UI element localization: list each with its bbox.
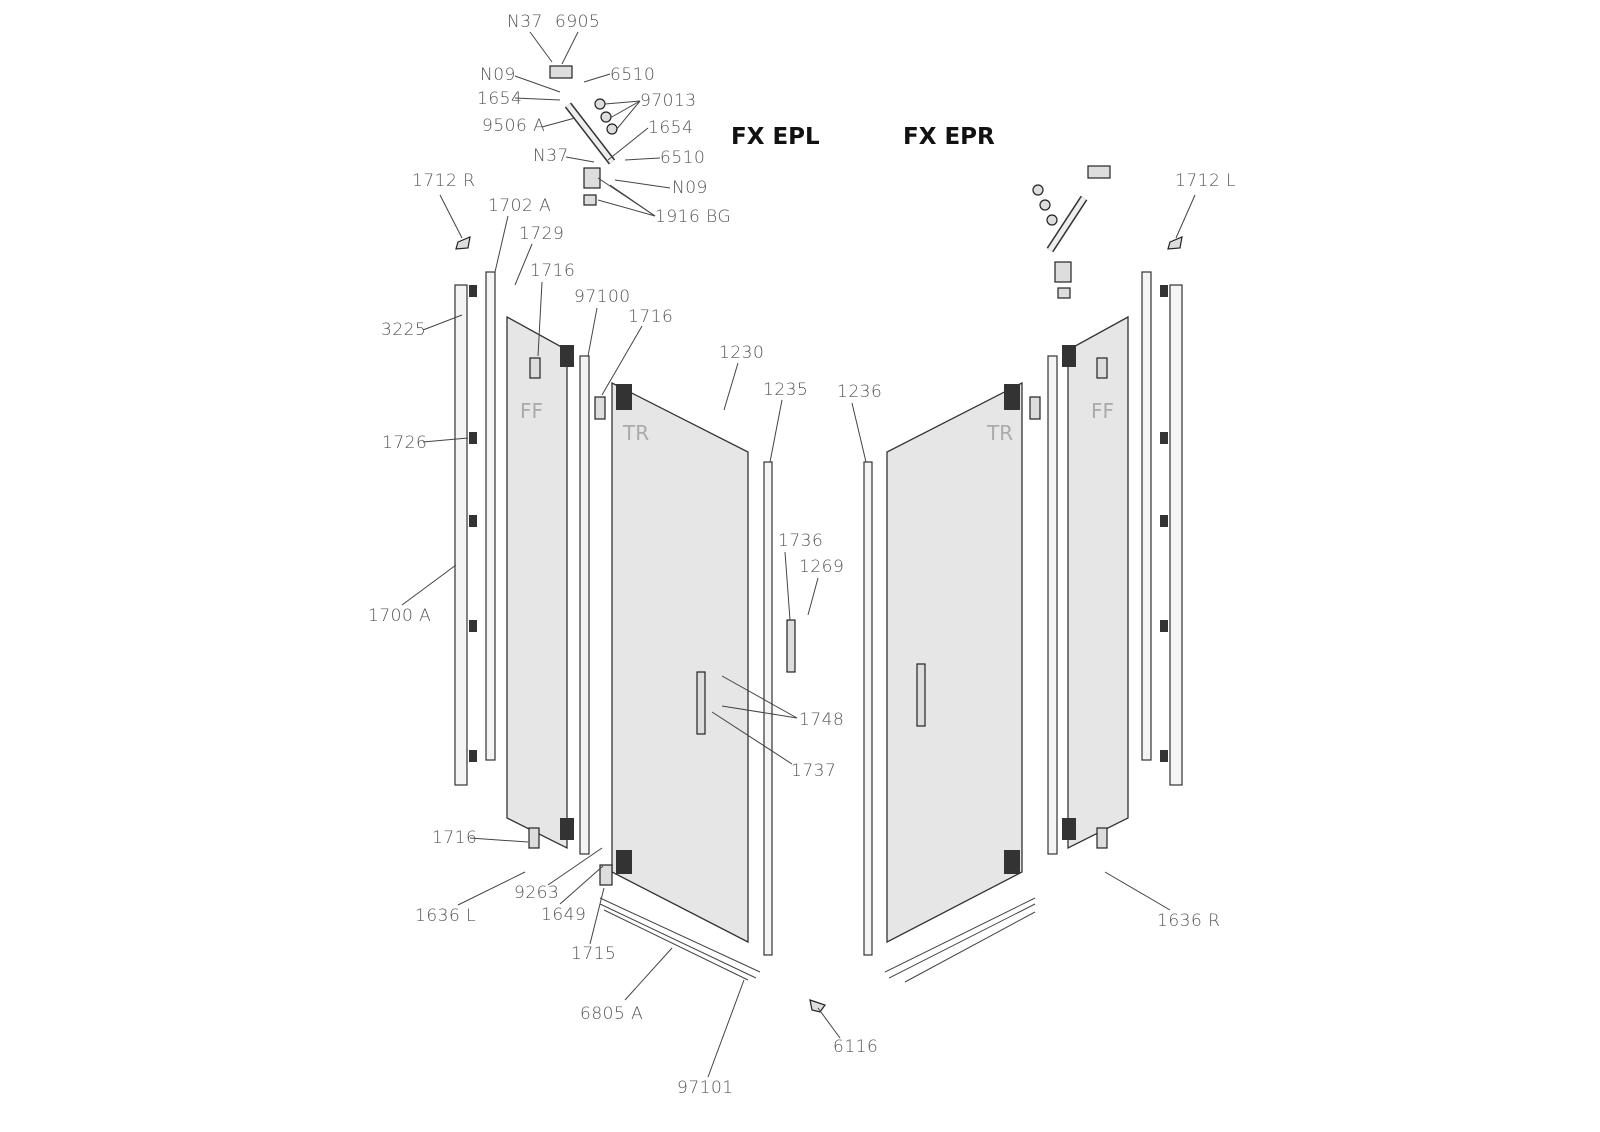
panel-mark-ff-left: FF bbox=[520, 399, 543, 423]
label-n09: N09 bbox=[480, 65, 516, 85]
door-handle-right bbox=[916, 663, 926, 727]
label-1712r: 1712 R bbox=[412, 171, 475, 191]
label-1230: 1230 bbox=[719, 343, 764, 363]
clip-97013 bbox=[594, 98, 606, 110]
label-97101: 97101 bbox=[677, 1078, 734, 1098]
track-6805a bbox=[599, 897, 761, 973]
label-1649: 1649 bbox=[541, 905, 586, 925]
cap-1712r bbox=[455, 236, 471, 250]
hinges-left bbox=[469, 285, 632, 874]
label-1716: 1716 bbox=[530, 261, 575, 281]
label-1700a: 1700 A bbox=[368, 606, 431, 626]
label-n09-b: N09 bbox=[672, 178, 708, 198]
leader-lines bbox=[401, 31, 1196, 1078]
profile-1235 bbox=[763, 461, 773, 956]
door-handle-left bbox=[696, 671, 706, 735]
part-6116 bbox=[809, 999, 826, 1013]
profile-1702a bbox=[485, 271, 496, 761]
fixed-glass-panel-left bbox=[506, 315, 568, 850]
label-6510-b: 6510 bbox=[660, 148, 705, 168]
label-6805a: 6805 A bbox=[580, 1004, 643, 1024]
label-6116: 6116 bbox=[833, 1037, 878, 1057]
label-1737: 1737 bbox=[791, 761, 836, 781]
track-right bbox=[884, 897, 1036, 973]
label-1636r: 1636 R bbox=[1157, 911, 1220, 931]
label-6510: 6510 bbox=[610, 65, 655, 85]
label-6905: 6905 bbox=[555, 12, 600, 32]
label-1729: 1729 bbox=[519, 224, 564, 244]
label-1654-b: 1654 bbox=[648, 118, 693, 138]
door-glass-panel-left bbox=[611, 381, 749, 944]
label-1716-b: 1716 bbox=[628, 307, 673, 327]
cap-1716 bbox=[529, 357, 541, 379]
label-1702a: 1702 A bbox=[488, 196, 551, 216]
wall-profile-right bbox=[1169, 284, 1183, 786]
right-assembly bbox=[863, 165, 1183, 983]
label-1712l: 1712 L bbox=[1175, 171, 1236, 191]
title-fx-epr: FX EPR bbox=[903, 124, 995, 150]
cap-1716c bbox=[528, 827, 540, 849]
label-97100: 97100 bbox=[574, 287, 631, 307]
panel-mark-ff-right: FF bbox=[1091, 399, 1114, 423]
label-1726: 1726 bbox=[382, 433, 427, 453]
label-1916bg: 1916 BG bbox=[655, 207, 731, 227]
part-labels: N37 6905 N09 6510 1654 97013 9506 A 1654… bbox=[368, 12, 1236, 1098]
door-glass-panel-right bbox=[886, 381, 1023, 944]
fixed-glass-panel-right bbox=[1067, 315, 1129, 850]
label-1715: 1715 bbox=[571, 944, 616, 964]
label-97013: 97013 bbox=[640, 91, 697, 111]
label-1716-c: 1716 bbox=[432, 828, 477, 848]
label-1636l: 1636 L bbox=[415, 906, 476, 926]
cap-1716b bbox=[594, 396, 606, 420]
bracket-6905 bbox=[549, 65, 573, 79]
label-1654: 1654 bbox=[477, 89, 522, 109]
left-assembly bbox=[454, 65, 826, 1013]
panel-mark-tr-right: TR bbox=[986, 421, 1013, 445]
part-1715 bbox=[599, 864, 613, 886]
title-fx-epl: FX EPL bbox=[731, 124, 820, 150]
label-9506a: 9506 A bbox=[482, 116, 545, 136]
label-9263: 9263 bbox=[514, 883, 559, 903]
label-1235: 1235 bbox=[763, 380, 808, 400]
label-1736: 1736 bbox=[778, 531, 823, 551]
profile-1236 bbox=[863, 461, 873, 956]
label-n37: N37 bbox=[507, 12, 543, 32]
profile-97100 bbox=[579, 355, 590, 855]
hinges-right bbox=[1004, 285, 1168, 874]
label-1748: 1748 bbox=[799, 710, 844, 730]
label-n37-b: N37 bbox=[533, 146, 569, 166]
label-1236: 1236 bbox=[837, 382, 882, 402]
handle-1736 bbox=[786, 619, 796, 673]
profile-right bbox=[1141, 271, 1152, 761]
bracket-1916bg bbox=[583, 167, 601, 189]
profile-right-2 bbox=[1047, 355, 1058, 855]
cap-1712l bbox=[1167, 236, 1183, 250]
panel-mark-tr-left: TR bbox=[622, 421, 649, 445]
wall-profile-1700a bbox=[454, 284, 468, 786]
label-1269: 1269 bbox=[799, 557, 844, 577]
label-3225: 3225 bbox=[381, 320, 426, 340]
